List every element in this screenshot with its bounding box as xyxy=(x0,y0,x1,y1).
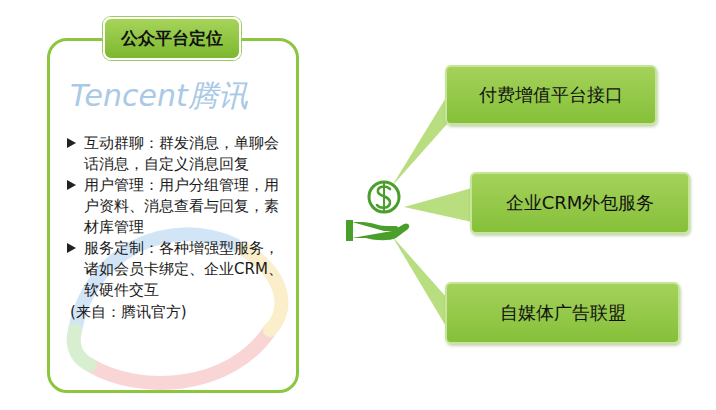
service-box: 自媒体广告联盟 xyxy=(445,282,680,344)
box-label: 自媒体广告联盟 xyxy=(500,301,626,325)
source-note: (来自：腾讯官方) xyxy=(70,302,284,323)
service-box: 企业CRM外包服务 xyxy=(470,172,690,234)
money-hand-icon xyxy=(346,182,409,241)
box-label: 付费增值平台接口 xyxy=(479,83,623,107)
bullet-item: 用户管理：用户分组管理，用户资料、消息查看与回复，素材库管理 xyxy=(84,175,284,237)
bullet-item: 服务定制：各种增强型服务，诸如会员卡绑定、企业CRM、软硬件交互 xyxy=(84,238,284,300)
title-tab: 公众平台定位 xyxy=(103,17,241,60)
bullet-item: 互动群聊：群发消息，单聊会话消息，自定义消息回复 xyxy=(84,133,284,174)
service-box: 付费增值平台接口 xyxy=(445,65,657,125)
box-label: 企业CRM外包服务 xyxy=(506,191,655,215)
logo-watermark: Tencent腾讯 xyxy=(70,76,248,117)
panel-heading: 公众平台定位 xyxy=(121,28,223,48)
